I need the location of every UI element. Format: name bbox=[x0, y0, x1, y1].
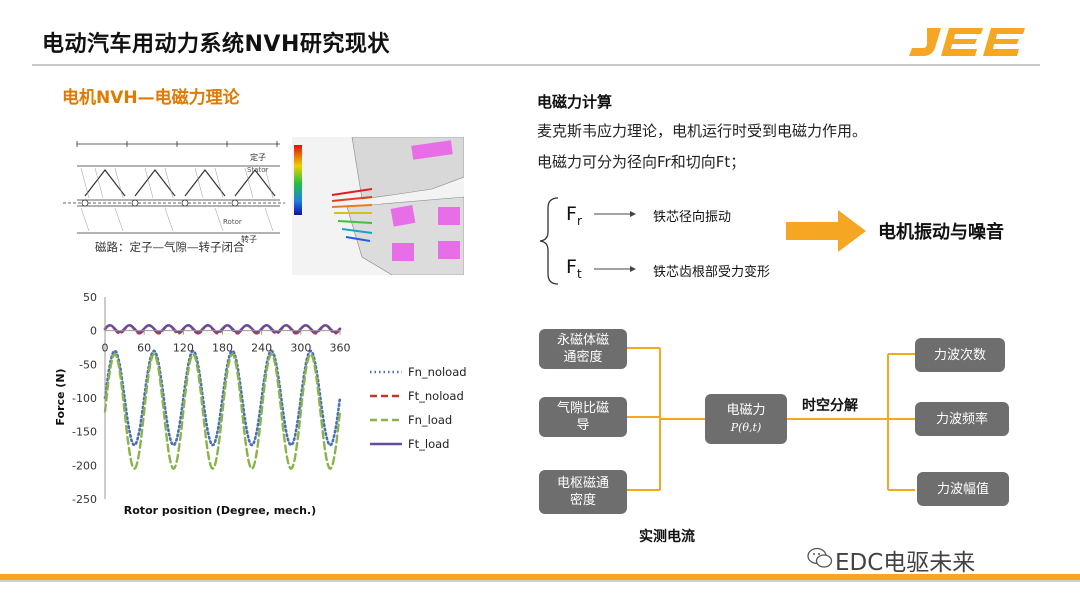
input-airgap-permeance: 气隙比磁 导 bbox=[539, 397, 627, 437]
center-formula: P(θ,t) bbox=[730, 421, 762, 434]
fr-symbol: Fr bbox=[566, 203, 582, 228]
y-tick-label: -250 bbox=[72, 493, 97, 506]
measured-current-label: 实测电流 bbox=[639, 529, 695, 545]
output-wave-order: 力波次数 bbox=[915, 338, 1005, 372]
arrow-right-icon bbox=[594, 266, 636, 272]
diagram-caption: 磁路：定子—气隙—转子闭合 bbox=[95, 240, 245, 254]
chart-ylabel: Force (N) bbox=[54, 368, 67, 425]
x-tick-label: 240 bbox=[251, 342, 272, 355]
electromagnetic-force-box: 电磁力 P(θ,t) bbox=[705, 394, 787, 444]
center-title: 电磁力 bbox=[726, 403, 766, 418]
fea-field-plot bbox=[292, 137, 464, 275]
wechat-icon bbox=[807, 547, 833, 568]
x-tick-label: 180 bbox=[212, 342, 233, 355]
ft-description: 铁芯齿根部受力变形 bbox=[653, 265, 771, 280]
stator-en-label: Stator bbox=[247, 166, 269, 174]
output-wave-frequency: 力波频率 bbox=[915, 402, 1009, 436]
y-tick-label: -50 bbox=[79, 358, 97, 371]
ft-symbol: Ft bbox=[566, 256, 582, 281]
decompose-label: 时空分解 bbox=[802, 398, 858, 414]
rotor-label: 转子 bbox=[241, 234, 257, 244]
y-tick-label: 0 bbox=[90, 325, 97, 338]
y-tick-label: -200 bbox=[72, 459, 97, 472]
section-subtitle: 电机NVH—电磁力理论 bbox=[62, 88, 240, 108]
footer-line bbox=[0, 580, 1080, 582]
brace-icon bbox=[539, 197, 559, 285]
fr-description: 铁芯径向振动 bbox=[653, 210, 732, 225]
series-line-Ft_load bbox=[103, 324, 342, 334]
y-tick-label: -100 bbox=[72, 392, 97, 405]
force-split-text: 电磁力可分为径向Fr和切向Ft； bbox=[537, 153, 746, 171]
legend-label: Ft_noload bbox=[408, 389, 464, 403]
y-tick-label: 50 bbox=[83, 291, 97, 304]
big-arrow-icon bbox=[786, 210, 866, 252]
series-line-Fn_load bbox=[103, 352, 342, 471]
input-pm-flux-density: 永磁体磁 通密度 bbox=[539, 329, 627, 369]
chart-xlabel: Rotor position (Degree, mech.) bbox=[124, 504, 316, 517]
slide-title: 电动汽车用动力系统NVH研究现状 bbox=[42, 32, 390, 57]
footer-bar bbox=[0, 574, 1080, 580]
output-wave-amplitude: 力波幅值 bbox=[917, 472, 1009, 506]
x-tick-label: 0 bbox=[102, 342, 109, 355]
force-chart: 50 0 -50 -100 -150 -200 -250 0 60 120 180 240 300 360… bbox=[54, 291, 467, 517]
jee-logo bbox=[909, 28, 1025, 56]
x-tick-label: 60 bbox=[137, 342, 151, 355]
x-tick-label: 300 bbox=[290, 342, 311, 355]
rotor-en-label: Rotor bbox=[223, 218, 242, 226]
magnetic-circuit-diagram: 定子 Stator Rotor 转子 磁路：定子—气隙—转子闭合 bbox=[55, 138, 290, 260]
header-divider bbox=[32, 64, 1040, 66]
series-line-Fn_noload bbox=[103, 349, 342, 447]
watermark-text: EDC电驱未来 bbox=[835, 550, 976, 576]
section-heading: 电磁力计算 bbox=[537, 93, 613, 111]
stator-label: 定子 bbox=[250, 152, 266, 162]
legend-label: Ft_load bbox=[408, 437, 449, 451]
legend-label: Fn_load bbox=[408, 413, 452, 427]
input-armature-flux-density: 电枢磁通 密度 bbox=[539, 470, 627, 514]
x-tick-label: 360 bbox=[330, 342, 351, 355]
maxwell-theory-text: 麦克斯韦应力理论，电机运行时受到电磁力作用。 bbox=[537, 122, 868, 140]
legend-label: Fn_noload bbox=[408, 365, 467, 379]
arrow-right-icon bbox=[594, 211, 636, 217]
x-tick-label: 120 bbox=[173, 342, 194, 355]
vibration-noise-result: 电机振动与噪音 bbox=[878, 222, 1004, 243]
y-tick-label: -150 bbox=[72, 426, 97, 439]
flow-connectors bbox=[627, 347, 915, 491]
